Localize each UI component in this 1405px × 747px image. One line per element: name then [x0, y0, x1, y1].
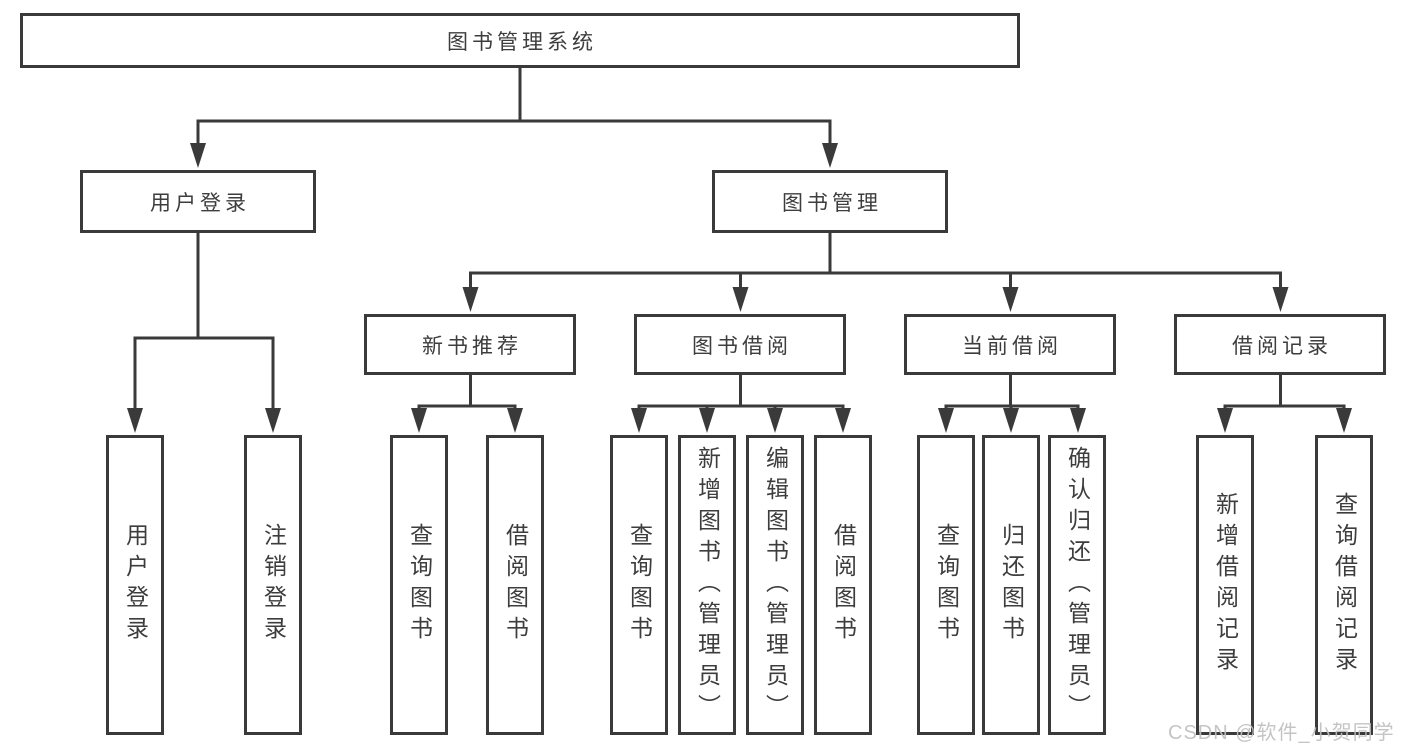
arrow-icon [507, 408, 523, 433]
node-label: 查询图书 [626, 523, 653, 647]
connector-root-branch [196, 119, 832, 147]
node-new-book-recommendation: 新书推荐 [364, 314, 576, 375]
node-label: 确认归还（管理员） [1064, 445, 1091, 725]
arrow-icon [190, 143, 206, 168]
node-label: 查询借阅记录 [1331, 492, 1358, 678]
arrowheads [127, 143, 1352, 433]
connector-userlogin-branch [133, 336, 275, 412]
node-label: 新增图书（管理员） [694, 445, 721, 725]
node-book-borrowing: 图书借阅 [634, 314, 846, 375]
node-label: 新增借阅记录 [1212, 492, 1239, 678]
connector-bookborrow-branch [637, 375, 845, 412]
node-library-management-system: 图书管理系统 [20, 13, 1020, 68]
leaf-borrow-books-newbooks: 借阅图书 [486, 435, 544, 735]
connector-currentborrow-branch [944, 375, 1080, 412]
arrow-icon [767, 408, 783, 433]
node-label: 注销登录 [260, 523, 287, 647]
node-label: 借阅图书 [502, 523, 529, 647]
node-label: 当前借阅 [962, 334, 1062, 358]
arrow-icon [835, 408, 851, 433]
arrow-icon [1272, 287, 1289, 312]
arrow-icon [938, 408, 954, 433]
leaf-add-borrow-record: 新增借阅记录 [1196, 435, 1254, 735]
csdn-watermark: CSDN @软件_小贺同学 [1168, 722, 1395, 744]
leaf-borrow-books-borrow: 借阅图书 [814, 435, 872, 735]
node-label: 图书管理系统 [447, 30, 597, 54]
arrow-icon [411, 408, 427, 433]
arrow-icon [699, 408, 715, 433]
leaf-logout-login: 注销登录 [244, 435, 302, 735]
arrow-icon [1217, 408, 1233, 433]
node-book-management: 图书管理 [712, 170, 948, 233]
node-label: 新书推荐 [422, 334, 522, 358]
node-user-login: 用户登录 [80, 170, 316, 233]
arrow-icon [1003, 408, 1019, 433]
arrow-icon [265, 408, 281, 433]
connector-newbooks-branch [417, 375, 517, 412]
arrow-icon [462, 287, 479, 312]
leaf-query-books-borrow: 查询图书 [610, 435, 668, 735]
arrow-icon [127, 408, 143, 433]
leaf-add-book-admin: 新增图书（管理员） [678, 435, 736, 735]
arrow-icon [1336, 408, 1352, 433]
leaf-edit-book-admin: 编辑图书（管理员） [746, 435, 804, 735]
node-label: 查询图书 [933, 523, 960, 647]
arrow-icon [822, 143, 838, 168]
leaf-query-books-newbooks: 查询图书 [390, 435, 448, 735]
leaf-user-login: 用户登录 [106, 435, 164, 735]
arrow-icon [631, 408, 647, 433]
node-label: 图书借阅 [692, 334, 792, 358]
connector-bookmgmt-branch [469, 271, 1282, 291]
node-label: 借阅记录 [1232, 334, 1332, 358]
arrow-icon [1070, 408, 1086, 433]
node-label: 用户登录 [150, 191, 250, 215]
node-borrowing-records: 借阅记录 [1174, 314, 1386, 375]
connector-records-branch [1223, 375, 1346, 412]
node-label: 图书管理 [782, 191, 882, 215]
node-label: 借阅图书 [830, 523, 857, 647]
node-current-borrowing: 当前借阅 [904, 314, 1116, 375]
leaf-query-borrow-record: 查询借阅记录 [1315, 435, 1373, 735]
node-label: 编辑图书（管理员） [762, 445, 789, 725]
leaf-return-books: 归还图书 [982, 435, 1040, 735]
leaf-confirm-return-admin: 确认归还（管理员） [1048, 435, 1106, 735]
arrow-icon [732, 287, 749, 312]
leaf-query-books-current: 查询图书 [917, 435, 975, 735]
node-label: 查询图书 [406, 523, 433, 647]
arrow-icon [1002, 287, 1019, 312]
node-label: 用户登录 [122, 523, 149, 647]
node-label: 归还图书 [998, 523, 1025, 647]
